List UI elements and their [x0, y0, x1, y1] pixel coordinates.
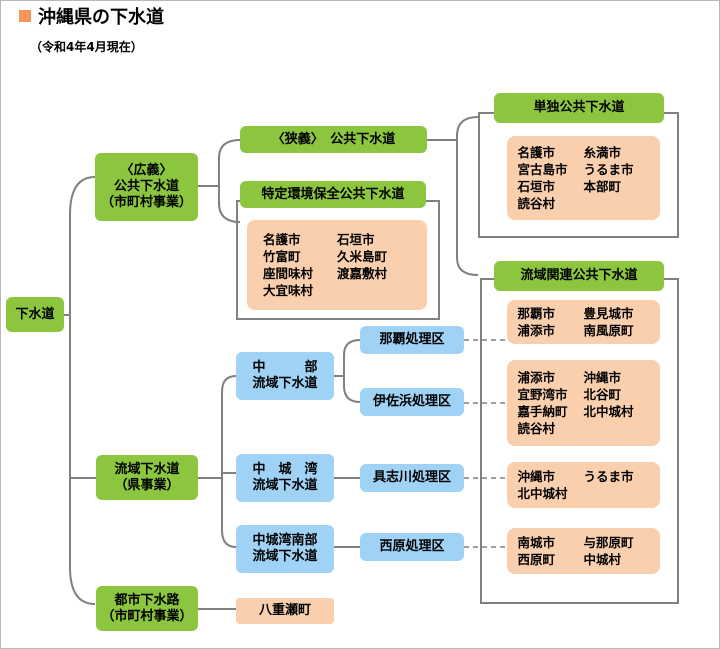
- municipality: 中城村: [583, 552, 622, 567]
- municipality: 沖縄市: [517, 469, 556, 484]
- municipality: 北中城村: [517, 486, 568, 501]
- municipality: うるま市: [583, 162, 634, 177]
- municipality: [584, 195, 650, 212]
- municipality: 南城市: [517, 535, 556, 550]
- title-square-icon: [19, 10, 31, 22]
- node-yaeyama: 八重瀬町: [236, 598, 334, 624]
- municipality: うるま市: [583, 469, 634, 484]
- municipality: [337, 282, 411, 299]
- node-nishihara-sho: 西原処理区: [360, 533, 464, 561]
- connector-koukyou-split: [218, 139, 241, 223]
- municipality: 糸満市: [583, 145, 622, 160]
- municipality: 嘉手納町: [517, 404, 568, 419]
- municipality: 竹富町: [263, 249, 301, 264]
- node-ryuiki: 流域下水道 （県事業）: [96, 455, 198, 500]
- node-toshi: 都市下水路 （市町村事業）: [96, 586, 198, 631]
- area-nishihara: 南城市 与那原町西原町 中城村: [507, 528, 660, 574]
- municipality: 読谷村: [517, 421, 556, 436]
- municipality: 渡嘉敷村: [337, 266, 388, 281]
- municipality: 那覇市: [517, 306, 556, 321]
- municipality: 北中城村: [583, 404, 634, 419]
- municipality: 北谷町: [583, 387, 622, 402]
- connector-root-trunk: [69, 176, 96, 605]
- area-isahama: 浦添市 沖縄市宜野湾市北谷町嘉手納町北中城村読谷村: [507, 360, 660, 446]
- municipality: 名護市: [263, 232, 301, 247]
- connector-chubu-sho: [343, 339, 361, 403]
- municipality: 名護市: [517, 145, 556, 160]
- municipality: [584, 485, 650, 502]
- connector-tandoku-kanren: [456, 116, 479, 276]
- municipality: 西原町: [517, 552, 556, 567]
- node-chubu: 中 部 流域下水道: [236, 352, 334, 400]
- municipality: 大宜味村: [263, 283, 314, 298]
- node-root: 下水道: [6, 297, 64, 332]
- municipality: 宜野湾市: [517, 387, 568, 402]
- municipality: 読谷村: [517, 196, 556, 211]
- municipality: 石垣市: [337, 232, 375, 247]
- node-tandoku: 単独公共下水道: [494, 93, 664, 123]
- municipality: 南風原町: [583, 323, 634, 338]
- page-title: 沖縄県の下水道: [38, 7, 164, 28]
- municipality: [584, 420, 650, 437]
- area-gushikawa: 沖縄市 うるま市北中城村: [507, 462, 660, 508]
- municipality: 豊見城市: [583, 306, 634, 321]
- municipality: 宮古島市: [517, 162, 568, 177]
- node-gushikawa-sho: 具志川処理区: [360, 464, 464, 492]
- municipality: 浦添市: [517, 323, 556, 338]
- node-chujo-nanbu: 中城湾南部 流域下水道: [236, 525, 334, 573]
- node-koukyou: 〈広義〉 公共下水道 （市町村事業）: [95, 153, 198, 221]
- node-chujo: 中 城 湾 流域下水道: [236, 454, 334, 502]
- municipality: 座間味村: [263, 266, 314, 281]
- municipality: 久米島町: [337, 249, 388, 264]
- municipality: 浦添市: [517, 370, 556, 385]
- node-kyogi: 〈狭義〉 公共下水道: [240, 126, 427, 153]
- municipality: 本部町: [583, 179, 622, 194]
- connector-ryuiki-split: [221, 375, 237, 548]
- municipality: 沖縄市: [583, 370, 622, 385]
- node-isahama-sho: 伊佐浜処理区: [360, 388, 464, 416]
- municipality: 石垣市: [517, 179, 556, 194]
- area-naha: 那覇市 豊見城市浦添市 南風原町: [507, 300, 660, 344]
- area-tokutei: 名護市 石垣市竹富町 久米島町座間味村 渡嘉敷村大宜味村: [247, 220, 427, 310]
- area-tandoku: 名護市 糸満市宮古島市うるま市石垣市 本部町読谷村: [507, 136, 660, 220]
- node-ryuiki-kanren: 流域関連公共下水道: [494, 261, 664, 291]
- municipality: 与那原町: [583, 535, 634, 550]
- page-subtitle: （令和4年4月現在）: [30, 40, 143, 54]
- node-naha-sho: 那覇処理区: [360, 326, 464, 354]
- node-tokutei: 特定環境保全公共下水道: [240, 181, 426, 208]
